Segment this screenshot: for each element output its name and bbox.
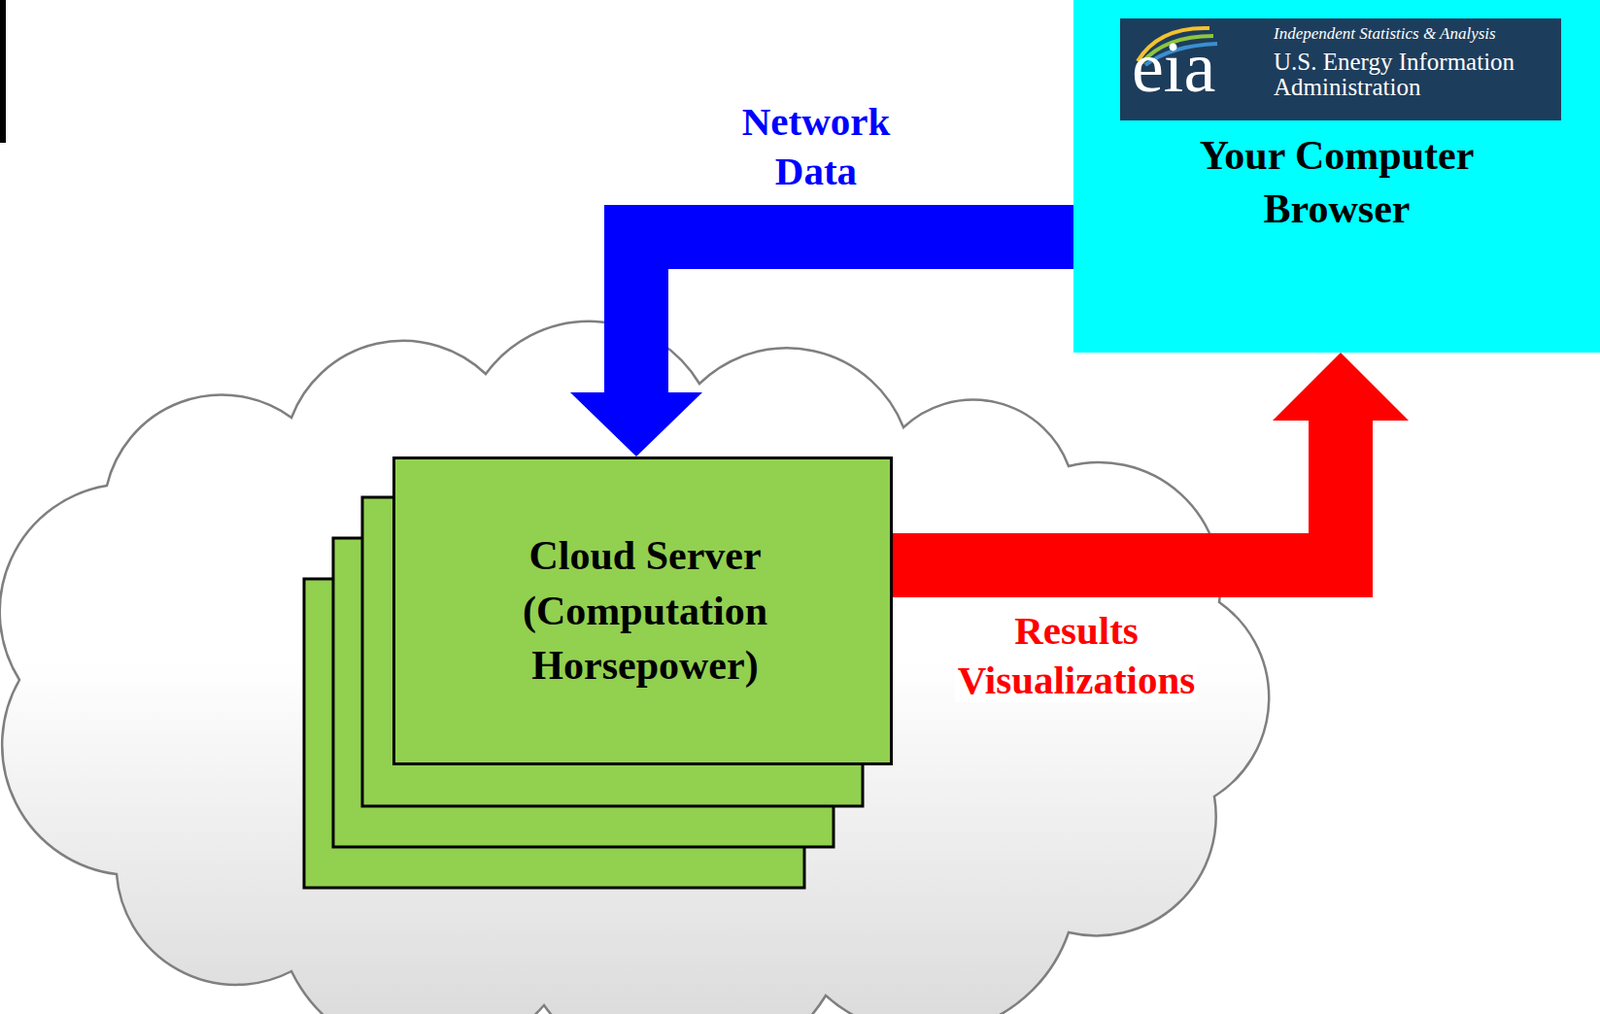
edge-label-text: Network Data (739, 99, 894, 194)
arrow-head (570, 392, 703, 457)
eia-logo: eiaIndependent Statistics & AnalysisU.S.… (1120, 18, 1562, 121)
browser-box: Your Computer BrowsereiaIndependent Stat… (1073, 0, 1600, 353)
arrow-connector (892, 352, 1409, 566)
arrow-connector (570, 237, 1074, 457)
arrow-shaft (892, 420, 1341, 566)
edge-label-text: Results Visualizations (954, 608, 1199, 703)
node-text: eia (1131, 24, 1268, 111)
arrow-head (1272, 352, 1409, 421)
node-text: Independent Statistics & Analysis (1273, 24, 1556, 44)
edge-label: Network Data (709, 97, 923, 198)
node-text: U.S. Energy Information Administration (1273, 49, 1556, 102)
edge-strip (0, 0, 6, 143)
arrow-shaft (636, 237, 1074, 393)
server-box: Cloud Server (Computation Horsepower) (392, 456, 893, 766)
node-text: Cloud Server (Computation Horsepower) (499, 528, 791, 694)
cloud-shape (0, 321, 1269, 1014)
edge-label: Results Visualizations (930, 606, 1223, 707)
node-text: Your Computer Browser (1181, 129, 1493, 236)
